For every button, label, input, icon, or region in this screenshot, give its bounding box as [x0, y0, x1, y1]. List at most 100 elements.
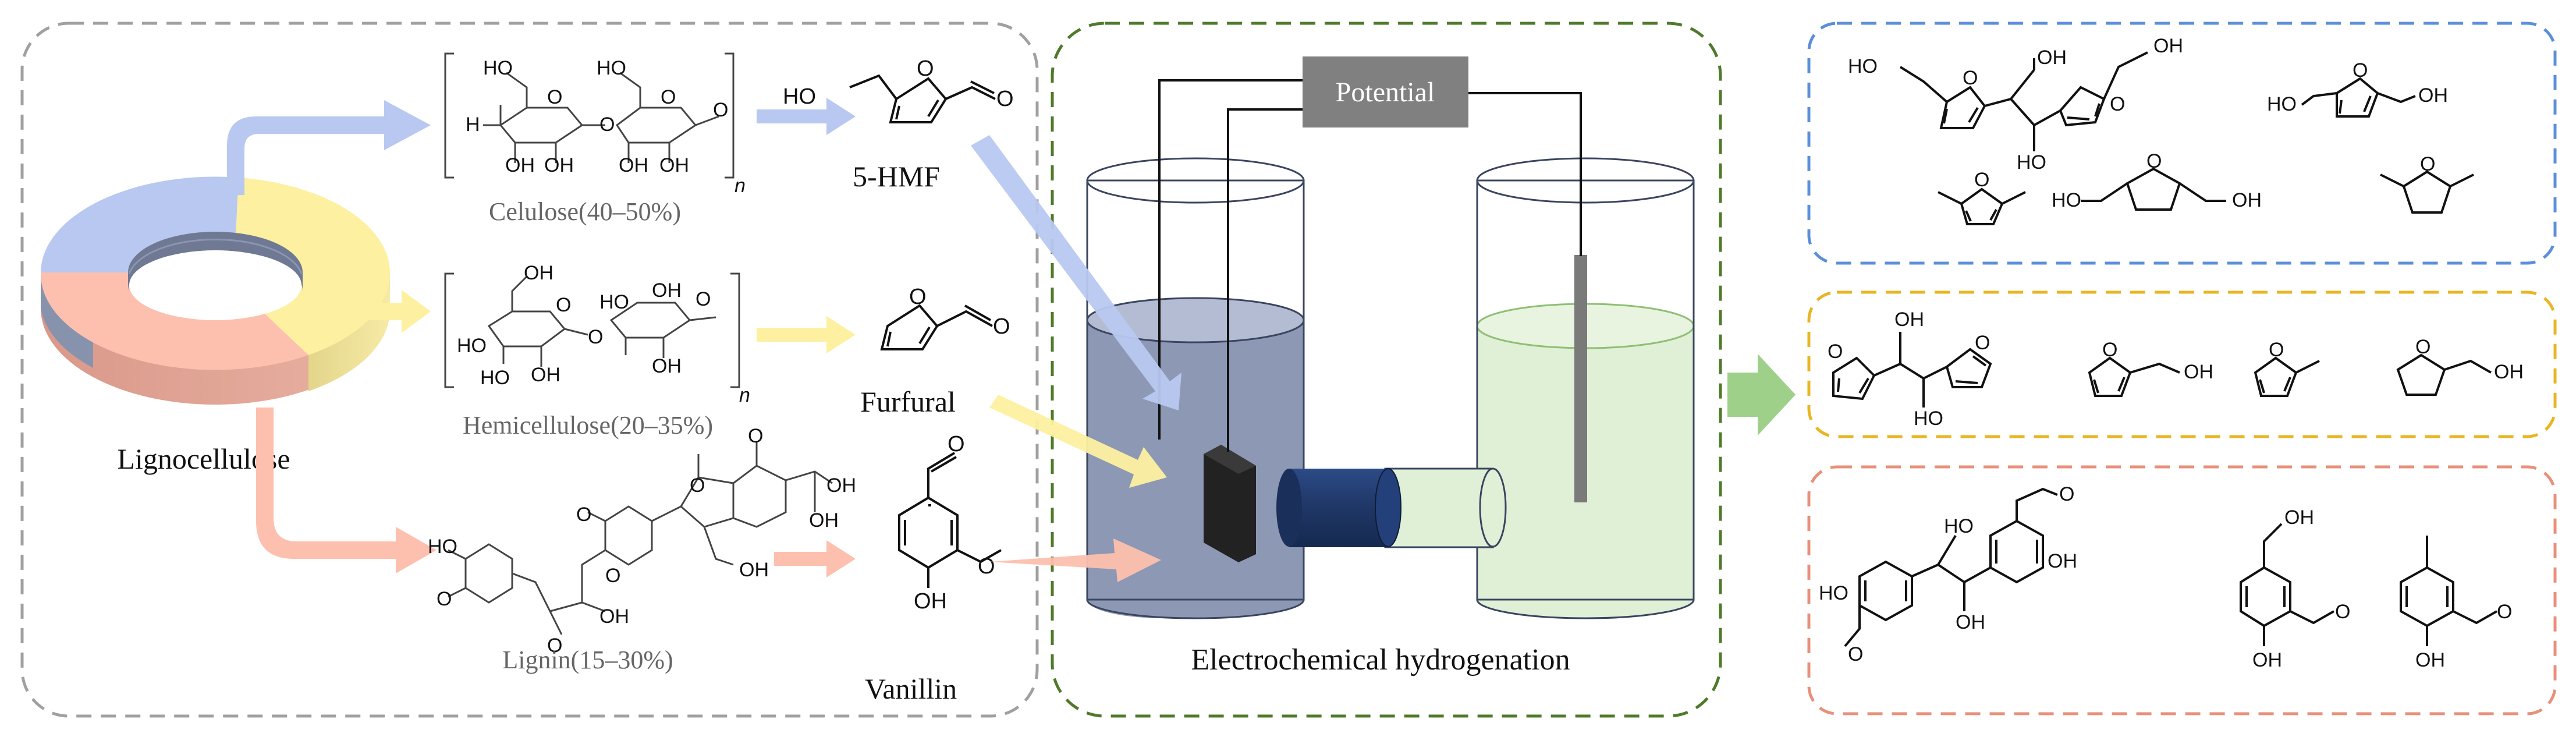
svg-text:O: O	[1828, 341, 1843, 363]
svg-text:HO: HO	[1819, 582, 1848, 604]
lignin-structure	[448, 442, 833, 635]
svg-text:O: O	[2353, 59, 2368, 82]
svg-text:OH: OH	[1956, 611, 1985, 633]
svg-text:OH: OH	[1894, 309, 1924, 331]
svg-text:OH: OH	[599, 605, 629, 628]
svg-text:HO: HO	[1944, 515, 1974, 537]
svg-text:O: O	[605, 565, 620, 587]
svg-text:OH: OH	[2284, 506, 2314, 529]
vanillin-atom-labels: O OH O	[914, 432, 995, 614]
svg-text:HO: HO	[457, 335, 487, 357]
vanillin-label: Vanillin	[865, 672, 957, 705]
lignin-atom-labels: HO O O OH O O O OH O OH OH	[428, 425, 856, 657]
lignin-label: Lignin(15–30%)	[502, 646, 673, 674]
svg-text:H: H	[466, 114, 480, 136]
svg-text:OH: OH	[809, 509, 839, 532]
wire-reference	[1158, 79, 1304, 440]
svg-text:O: O	[2146, 150, 2162, 172]
cellulose-structure	[444, 52, 735, 179]
hemicellulose-structure	[444, 272, 740, 388]
cellulose-label: Celulose(40–50%)	[489, 197, 681, 226]
svg-text:OH: OH	[739, 559, 769, 581]
svg-text:O: O	[1848, 643, 1863, 665]
furfural-molecule	[880, 304, 993, 350]
svg-text:OH: OH	[531, 364, 560, 386]
svg-text:HO: HO	[2052, 189, 2081, 211]
reactor-panel-border	[1051, 22, 1722, 718]
svg-text:OH: OH	[2418, 84, 2448, 107]
svg-text:OH: OH	[2184, 361, 2213, 383]
svg-text:O: O	[917, 56, 934, 81]
lignocellulose-donut	[40, 176, 391, 405]
furfural-atom-labels: O O	[909, 285, 1010, 339]
svg-text:n: n	[739, 384, 750, 406]
furfural-label: Furfural	[860, 385, 956, 418]
svg-text:O: O	[1963, 67, 1978, 89]
svg-text:OH: OH	[2153, 35, 2183, 57]
svg-text:O: O	[2102, 339, 2117, 361]
svg-text:O: O	[547, 635, 562, 657]
svg-text:OH: OH	[2252, 649, 2282, 671]
svg-text:HO: HO	[599, 291, 629, 313]
svg-text:O: O	[978, 554, 995, 579]
vanillin-products-atom-labels: HO O HO OH O OH OH OH O OH O	[1819, 483, 2512, 671]
hemicellulose-branch-arrow	[355, 290, 431, 333]
svg-text:O: O	[599, 114, 615, 136]
svg-text:OH: OH	[2048, 550, 2077, 572]
svg-text:O: O	[588, 326, 603, 348]
svg-text:O: O	[1974, 169, 1989, 191]
hmf-to-reactor-arrow	[971, 135, 1181, 410]
cellulose-atom-labels: HO HO H OH OH OH OH O O O O n	[466, 57, 746, 197]
wire-cathode	[1227, 108, 1304, 452]
hemicellulose-to-furfural-arrow	[757, 316, 856, 353]
cellulose-to-hmf-arrow	[757, 98, 856, 135]
potential-label: Potential	[1336, 77, 1435, 108]
furfural-products-atom-labels: O OH HO O O OH O O OH	[1828, 309, 2524, 430]
svg-text:O: O	[2269, 339, 2284, 361]
vanillin-molecule	[898, 452, 1002, 588]
hmf-products	[1899, 51, 2474, 225]
hemicellulose-atom-labels: OH HO HO OH O O HO OH OH O n	[457, 262, 750, 406]
svg-text:HO: HO	[480, 367, 510, 389]
svg-text:HO: HO	[597, 57, 626, 79]
furfural-to-reactor-arrow	[989, 395, 1167, 488]
svg-text:O: O	[2059, 483, 2074, 505]
svg-text:OH: OH	[2415, 649, 2445, 671]
hmf-products-box	[1807, 22, 2557, 265]
svg-text:HO: HO	[783, 84, 816, 109]
svg-text:HO: HO	[483, 57, 513, 79]
svg-text:OH: OH	[544, 154, 574, 176]
svg-text:O: O	[996, 87, 1014, 111]
svg-text:HO: HO	[2267, 93, 2297, 115]
svg-text:O: O	[661, 86, 676, 108]
vanillin-products-box	[1807, 465, 2557, 715]
svg-text:HO: HO	[1914, 408, 1943, 430]
svg-text:OH: OH	[652, 355, 682, 377]
svg-text:OH: OH	[619, 154, 648, 176]
svg-text:O: O	[547, 86, 562, 108]
svg-text:O: O	[993, 314, 1010, 339]
reactor	[1086, 56, 1695, 619]
hmf-atom-labels: HO O O	[783, 56, 1014, 111]
cellulose-branch-arrow	[227, 100, 431, 195]
anode-electrode	[1574, 255, 1587, 502]
feedstock-panel-border	[20, 22, 1039, 718]
svg-text:O: O	[748, 425, 763, 447]
hemicellulose-label: Hemicellulose(20–35%)	[463, 411, 713, 440]
svg-text:HO: HO	[2017, 151, 2046, 173]
hmf-label: 5-HMF	[853, 160, 940, 193]
furfural-products-box	[1807, 290, 2557, 438]
vanillin-products	[1844, 487, 2497, 647]
svg-text:O: O	[690, 474, 705, 497]
svg-text:OH: OH	[524, 262, 553, 284]
wire-anode	[1467, 92, 1582, 256]
hmf-molecule	[849, 74, 996, 123]
svg-text:O: O	[2420, 153, 2435, 175]
lignin-branch-arrow	[256, 408, 437, 573]
svg-text:OH: OH	[914, 589, 947, 614]
svg-text:O: O	[437, 588, 452, 610]
svg-text:n: n	[735, 175, 746, 197]
svg-text:O: O	[1975, 332, 1990, 354]
reactor-caption: Electrochemical hydrogenation	[1191, 643, 1570, 676]
svg-text:OH: OH	[505, 154, 535, 176]
